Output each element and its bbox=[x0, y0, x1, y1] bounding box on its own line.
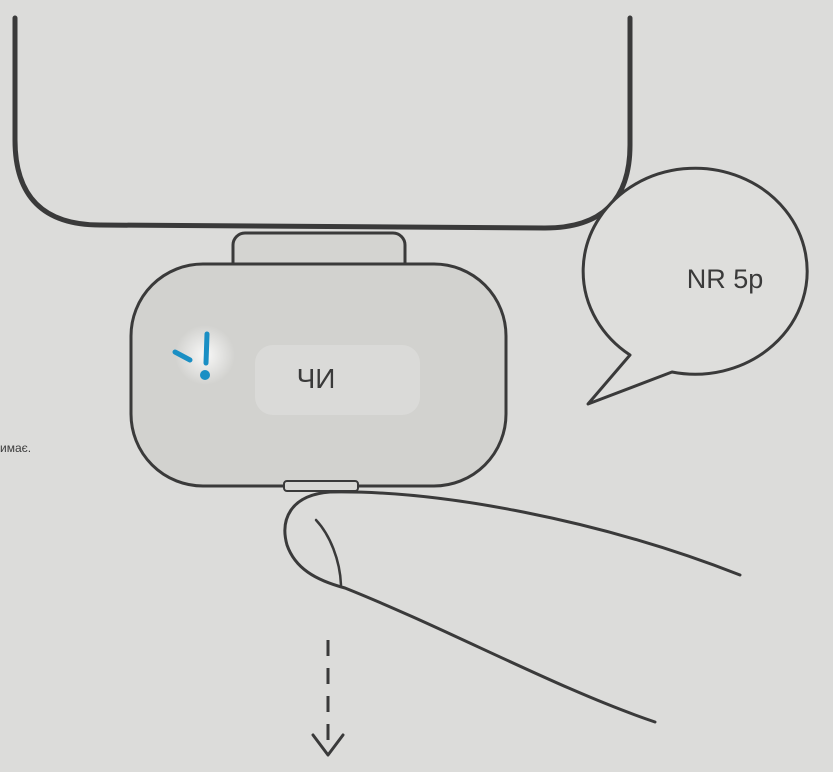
module-latch-tab bbox=[283, 480, 359, 492]
speech-bubble-text: NR 5p bbox=[687, 264, 764, 294]
attention-indicator-icon bbox=[172, 325, 235, 385]
device-body-outline bbox=[12, 15, 633, 231]
speech-bubble bbox=[581, 166, 809, 406]
module-highlight bbox=[255, 345, 420, 415]
cropped-edge-text: имає. bbox=[0, 441, 32, 455]
fingernail-outline bbox=[314, 518, 343, 587]
dashed-down-arrow-icon bbox=[311, 640, 345, 757]
finger-outline bbox=[283, 490, 742, 724]
module-label: ЧИ bbox=[297, 363, 336, 394]
